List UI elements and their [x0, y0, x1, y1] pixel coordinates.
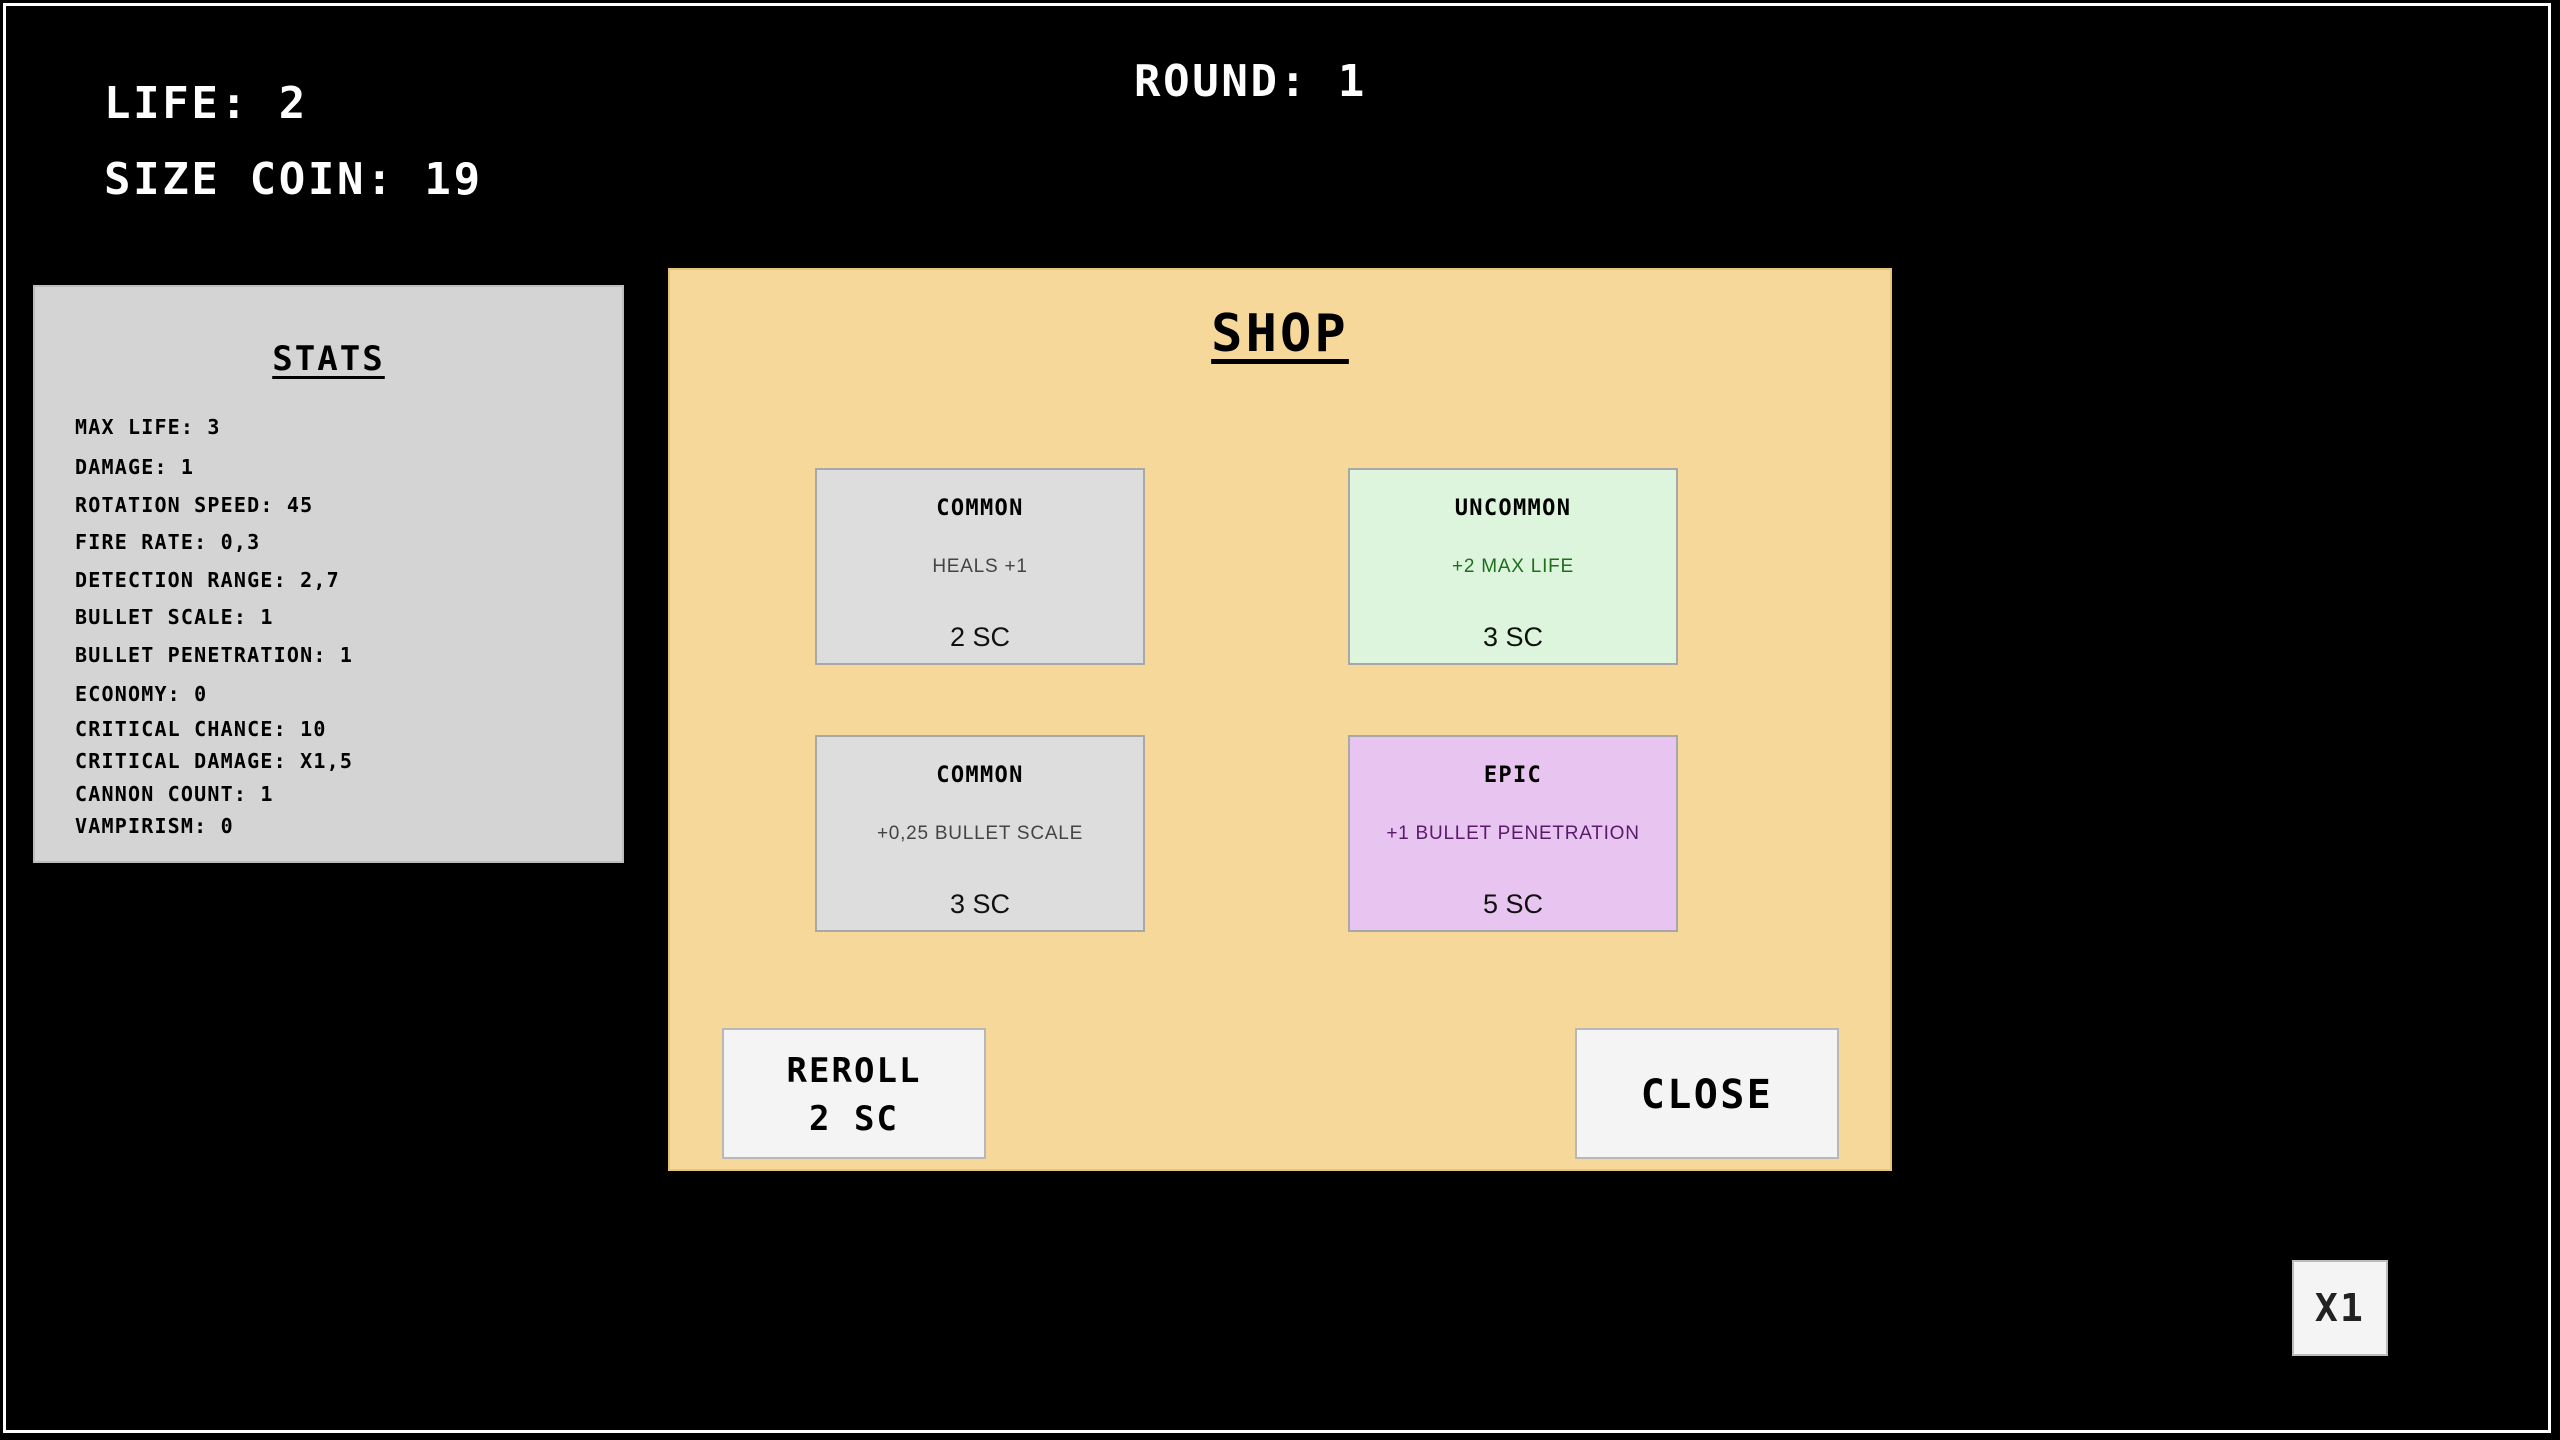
card-price: 2 SC	[949, 622, 1011, 652]
card-price: 3 SC	[1482, 622, 1544, 652]
stat-bullet-scale: BULLET SCALE: 1	[75, 605, 274, 629]
stat-rotation-speed: ROTATION SPEED: 45	[75, 493, 314, 517]
game-speed-button[interactable]: X1	[2292, 1260, 2388, 1356]
card-effect: +2 MAX LIFE	[1452, 556, 1574, 577]
size-coin-counter: SIZE COIN: 19	[104, 154, 483, 205]
card-rarity: EPIC	[1483, 763, 1543, 788]
stats-panel: STATS MAX LIFE: 3 DAMAGE: 1 ROTATION SPE…	[33, 285, 624, 863]
stat-critical-damage: CRITICAL DAMAGE: X1,5	[75, 749, 354, 773]
round-counter: ROUND: 1	[1134, 56, 1368, 107]
stat-vampirism: VAMPIRISM: 0	[75, 814, 234, 838]
card-effect: +1 BULLET PENETRATION	[1386, 823, 1640, 844]
stat-critical-chance: CRITICAL CHANCE: 10	[75, 717, 327, 741]
card-rarity: COMMON	[936, 496, 1024, 521]
shop-title: SHOP	[1211, 304, 1349, 364]
close-button[interactable]: CLOSE	[1575, 1028, 1839, 1159]
stat-detection-range: DETECTION RANGE: 2,7	[75, 568, 340, 592]
shop-card-heal[interactable]: COMMON HEALS +1 2 SC	[815, 468, 1145, 665]
stat-economy: ECONOMY: 0	[75, 682, 208, 706]
life-counter: LIFE: 2	[104, 78, 308, 129]
card-effect: HEALS +1	[932, 556, 1028, 577]
shop-panel: SHOP COMMON HEALS +1 2 SC UNCOMMON +2 MA…	[668, 268, 1892, 1171]
reroll-button[interactable]: REROLL 2 SC	[722, 1028, 986, 1159]
card-rarity: COMMON	[936, 763, 1024, 788]
stat-cannon-count: CANNON COUNT: 1	[75, 782, 274, 806]
reroll-label: REROLL	[786, 1051, 922, 1091]
stats-title: STATS	[272, 339, 385, 379]
stat-fire-rate: FIRE RATE: 0,3	[75, 530, 261, 554]
card-rarity: UNCOMMON	[1454, 496, 1572, 521]
shop-card-max-life[interactable]: UNCOMMON +2 MAX LIFE 3 SC	[1348, 468, 1678, 665]
screen-frame	[3, 3, 2551, 1433]
card-price: 3 SC	[949, 889, 1011, 919]
stat-damage: DAMAGE: 1	[75, 455, 195, 479]
stat-bullet-penetration: BULLET PENETRATION: 1	[75, 643, 354, 667]
shop-card-bullet-scale[interactable]: COMMON +0,25 BULLET SCALE 3 SC	[815, 735, 1145, 932]
stat-max-life: MAX LIFE: 3	[75, 415, 221, 439]
reroll-cost: 2 SC	[808, 1099, 900, 1139]
card-price: 5 SC	[1482, 889, 1544, 919]
shop-card-bullet-penetration[interactable]: EPIC +1 BULLET PENETRATION 5 SC	[1348, 735, 1678, 932]
card-effect: +0,25 BULLET SCALE	[876, 823, 1084, 844]
